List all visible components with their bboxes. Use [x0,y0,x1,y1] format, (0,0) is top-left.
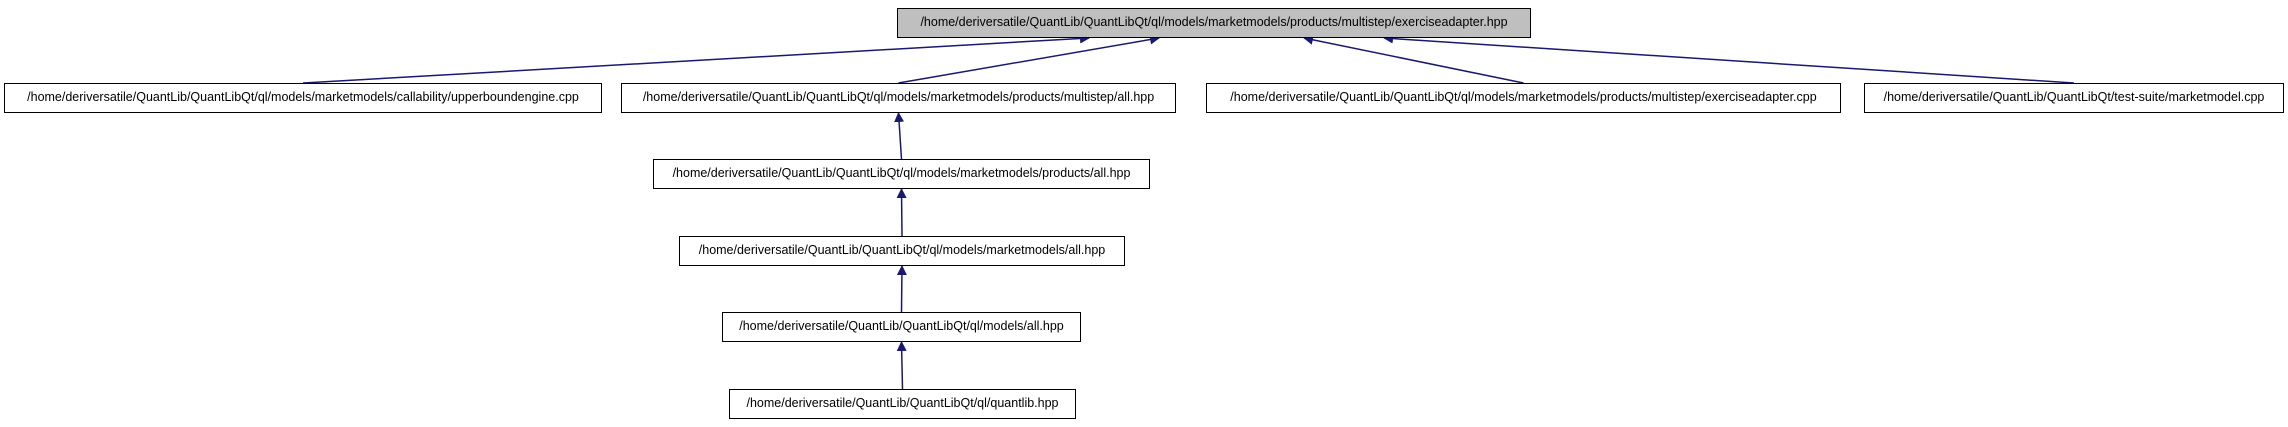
edge-exerciseadapter-cpp-to-root [1303,34,1524,84]
edge-marketmodel-cpp-to-root [1383,33,2075,84]
node-marketmodel-cpp[interactable]: /home/deriversatile/QuantLib/QuantLibQt/… [1864,83,2284,113]
node-models-all[interactable]: /home/deriversatile/QuantLib/QuantLibQt/… [722,312,1081,342]
edge-group [302,33,2075,390]
node-upperbound[interactable]: /home/deriversatile/QuantLib/QuantLibQt/… [4,83,602,113]
edge-products-all-to-multistep-all [894,112,905,160]
node-multistep-all[interactable]: /home/deriversatile/QuantLib/QuantLibQt/… [621,83,1176,113]
edge-upperbound-to-root [302,33,1090,84]
node-quantlib[interactable]: /home/deriversatile/QuantLib/QuantLibQt/… [729,389,1076,419]
edge-marketmodels-all-to-products-all [896,188,907,237]
node-marketmodels-all[interactable]: /home/deriversatile/QuantLib/QuantLibQt/… [679,236,1125,266]
node-products-all[interactable]: /home/deriversatile/QuantLib/QuantLibQt/… [653,159,1150,189]
edge-quantlib-to-models-all [896,341,907,390]
edge-models-all-to-marketmodels-all [896,265,907,313]
node-root[interactable]: /home/deriversatile/QuantLib/QuantLibQt/… [897,8,1531,38]
node-exerciseadapter-cpp[interactable]: /home/deriversatile/QuantLib/QuantLibQt/… [1206,83,1841,113]
edge-multistep-all-to-root [898,34,1160,84]
